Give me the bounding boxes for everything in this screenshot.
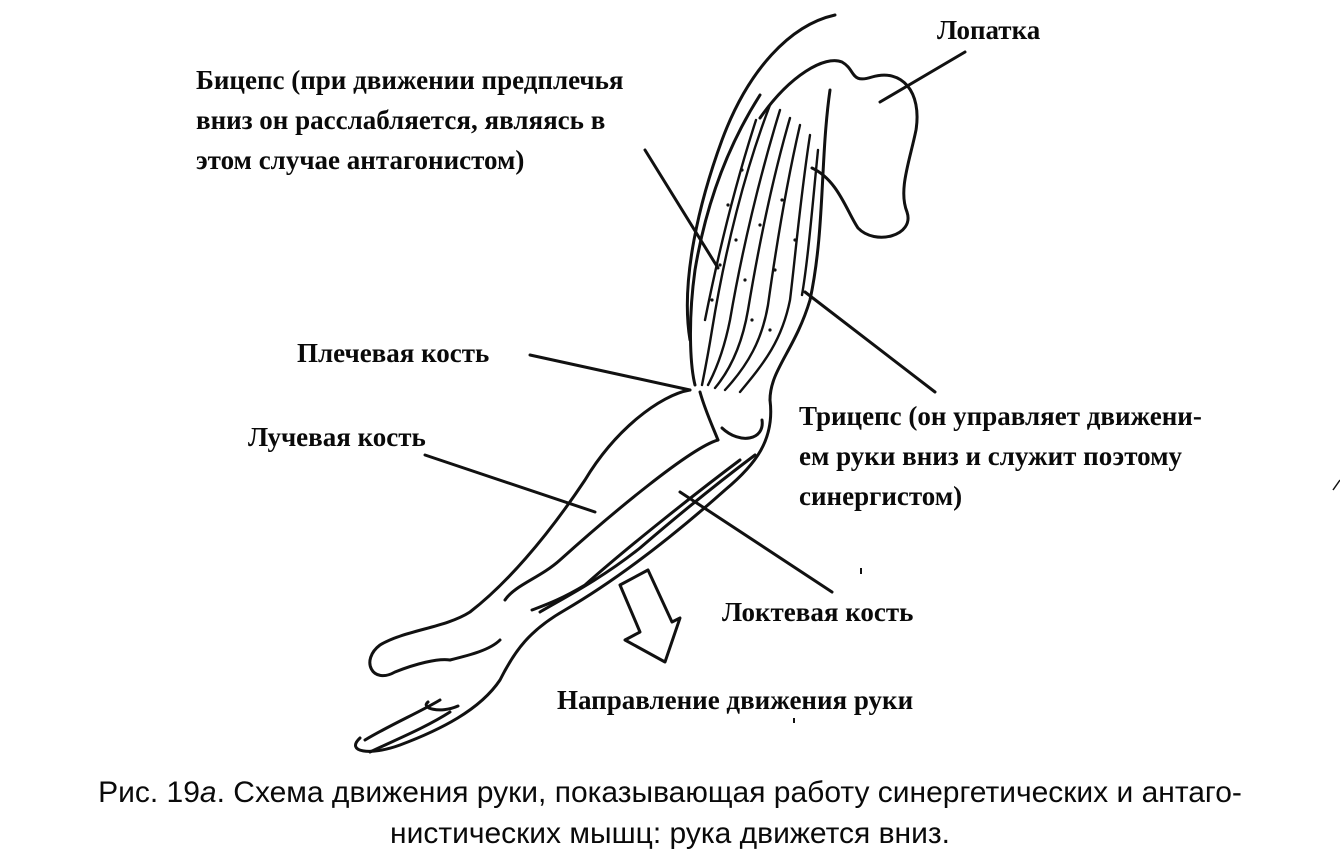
- label-direction: Направление движения руки: [557, 685, 914, 715]
- caption-line-2: нистических мышц: рука движется вниз.: [390, 817, 950, 850]
- scan-specks: [793, 479, 1340, 723]
- caption-line-1: Рис. 19а. Схема движения руки, показываю…: [0, 772, 1340, 813]
- radius-bone: [503, 438, 742, 612]
- ulna-bone: [538, 453, 757, 614]
- figure-caption: Рис. 19а. Схема движения руки, показываю…: [0, 772, 1340, 854]
- upper-arm-back-edge: [768, 88, 832, 402]
- label-humerus: Плечевая кость: [297, 338, 490, 368]
- label-triceps-line-1: Трицепс (он управляет движени-: [799, 401, 1202, 431]
- leader-triceps: [803, 290, 937, 394]
- leader-biceps: [643, 148, 720, 270]
- hand-thumb: [448, 638, 502, 662]
- shoulder-outline: [685, 13, 837, 342]
- caption-prefix: Рис. 19: [98, 776, 200, 809]
- forearm-inner-contour: [354, 398, 773, 753]
- caption-fig-letter: а: [199, 776, 217, 809]
- leader-humerus: [528, 353, 692, 392]
- label-biceps-line-2: вниз он расслабляется, являясь в: [196, 105, 606, 135]
- label-radius: Лучевая кость: [248, 422, 426, 452]
- caption-line-1-rest: . Схема движения руки, показывающая рабо…: [216, 776, 1242, 809]
- label-biceps: Бицепс (при движении предплечья вниз он …: [196, 60, 624, 180]
- direction-arrow-icon: [618, 568, 682, 664]
- label-triceps: Трицепс (он управляет движени- ем руки в…: [799, 396, 1202, 516]
- upper-arm-front-edge: [688, 93, 762, 387]
- leader-scapula: [878, 50, 967, 104]
- label-triceps-line-3: синергистом): [799, 481, 963, 511]
- hand-fingers: [363, 698, 460, 754]
- label-ulna: Локтевая кость: [722, 597, 914, 627]
- forearm-outer-contour: [368, 388, 692, 678]
- leader-ulna: [678, 490, 834, 594]
- scapula-shape: [758, 59, 919, 239]
- label-biceps-line-1: Бицепс (при движении предплечья: [196, 65, 624, 95]
- biceps-muscle-texture: [700, 103, 820, 394]
- elbow-joint: [698, 390, 764, 442]
- leader-radius: [423, 453, 597, 514]
- label-scapula: Лопатка: [937, 15, 1041, 45]
- label-biceps-line-3: этом случае антагонистом): [196, 145, 525, 175]
- biceps-muscle-stipple: [710, 168, 797, 332]
- label-triceps-line-2: ем руки вниз и служит поэтому: [799, 441, 1183, 471]
